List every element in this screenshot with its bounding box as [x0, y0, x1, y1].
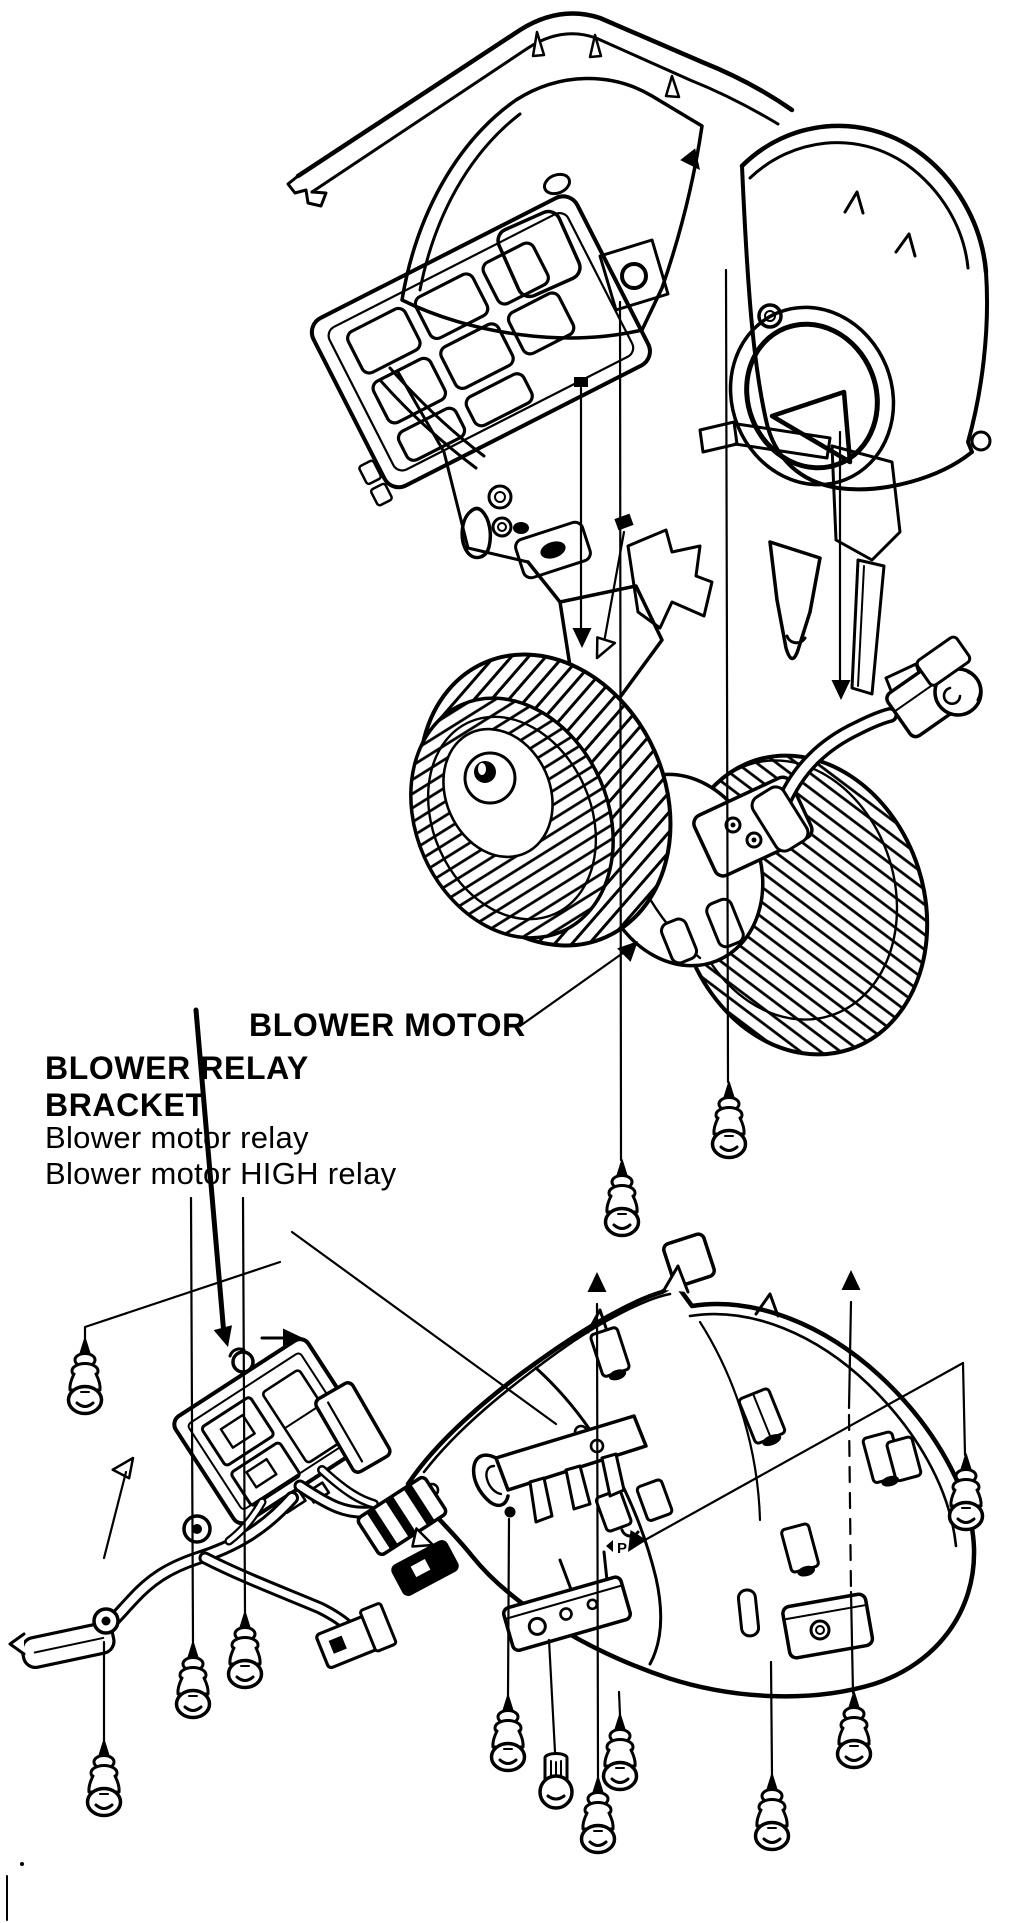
- screw-icon: [174, 1640, 212, 1720]
- harness-connector: [356, 1475, 448, 1557]
- wiring-harness: [8, 1465, 459, 1670]
- arrow-down-icon: [830, 678, 852, 702]
- arrow-down-icon: [571, 626, 593, 650]
- screw-icon: [603, 1158, 641, 1238]
- arrow-down-icon: [212, 1324, 239, 1351]
- arrow-open-icon: [587, 632, 617, 664]
- harness-connector: [391, 1540, 459, 1596]
- blower-motor-relay-part: [200, 1396, 275, 1467]
- arrow-up-icon: [840, 1268, 862, 1292]
- screw-icon: [601, 1712, 639, 1792]
- screw-icon: [85, 1738, 123, 1818]
- blower-motor-high-relay-part: [230, 1441, 301, 1507]
- leader-lines: [83, 147, 967, 1780]
- screw-icon: [226, 1610, 264, 1690]
- motor-connector: [884, 635, 983, 739]
- lower-blower-housing: P: [405, 1264, 977, 1699]
- screw-icon: [947, 1452, 985, 1532]
- screw-icon: [835, 1690, 873, 1770]
- screw-icon: [753, 1772, 791, 1852]
- label-blower-motor-relay: Blower motor relay: [45, 1120, 309, 1155]
- harness-connector: [315, 1602, 398, 1670]
- screw-icon: [710, 1080, 748, 1160]
- label-blower-motor-high-relay: Blower motor HIGH relay: [45, 1156, 397, 1191]
- housing-part-marking: P: [617, 1540, 627, 1557]
- label-blower-relay-line2: BRACKET: [45, 1087, 206, 1123]
- arrow-open-icon: [111, 1451, 142, 1483]
- page-edge-mark: [6, 1862, 24, 1921]
- heater-unit: [286, 11, 992, 702]
- arrow-up-icon: [586, 1270, 608, 1294]
- blower-motor: [409, 635, 983, 1288]
- screw-icon: [66, 1336, 104, 1416]
- label-blower-relay-line1: BLOWER RELAY: [45, 1050, 309, 1086]
- screw-icon: [489, 1693, 527, 1773]
- label-blower-motor: BLOWER MOTOR: [249, 1007, 526, 1043]
- marking-arrow-icon: [606, 1540, 613, 1552]
- bolt-icon: [538, 1751, 574, 1810]
